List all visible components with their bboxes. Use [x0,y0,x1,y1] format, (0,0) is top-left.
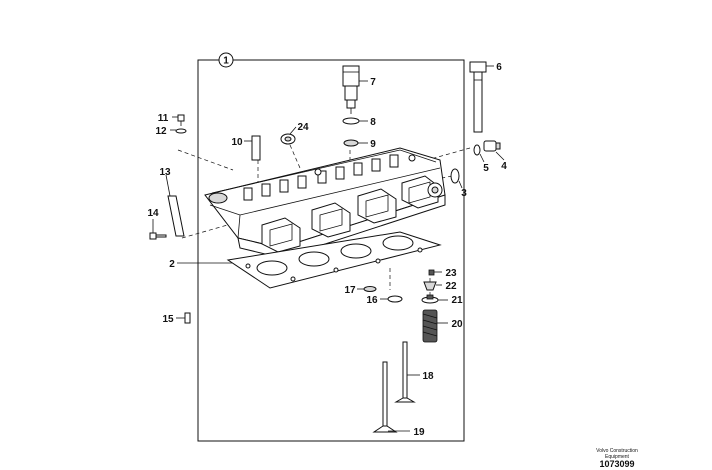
valve-spring-retainer [421,294,439,304]
valve-stem-seal [363,286,377,292]
callout-8: 8 [370,117,376,128]
injector [342,65,360,114]
callout-14: 14 [147,208,159,219]
callout-16: 16 [366,295,378,306]
credit-line-1: Volvo Construction [596,448,638,454]
plug-seal [450,168,460,184]
credit-line-2: Equipment [605,454,630,460]
callout-12: 12 [155,126,167,137]
cylinder-head [204,147,446,259]
group-number: 1 [223,56,229,67]
head-bolt [469,61,487,133]
small-washer [175,128,187,134]
small-screw [177,114,185,126]
callout-11: 11 [158,113,169,124]
callout-4: 4 [501,161,507,172]
callout-13: 13 [159,167,171,178]
bracket-bolt [149,232,167,240]
sleeve [251,135,261,161]
callout-23: 23 [445,268,457,279]
callout-20: 20 [451,319,463,330]
dowel-pin [184,312,191,324]
valve-cotter [428,269,435,276]
seal-ring [280,133,296,145]
intake-valve [372,361,398,433]
valve-spring-cap [423,281,437,291]
callout-9: 9 [370,139,376,150]
valve-spring [422,309,438,343]
group-frame [197,59,465,442]
callout-7: 7 [370,77,376,88]
callout-2: 2 [169,259,175,270]
valve-stems [243,154,399,201]
callout-5: 5 [483,163,489,174]
callout-18: 18 [422,371,434,382]
injector-washer [343,139,359,147]
leader-lines [152,65,505,432]
plug-washer [473,144,481,156]
callout-10: 10 [231,137,243,148]
exhaust-valve [394,341,416,403]
callout-22: 22 [445,281,457,292]
document-number: 1073099 [599,459,634,469]
callout-19: 19 [413,427,425,438]
head-gasket [226,231,442,289]
callout-3: 3 [461,188,467,199]
callout-6: 6 [496,62,502,73]
injector-seal-ring [342,117,360,125]
plug [483,140,501,152]
group-badge [218,52,234,68]
valve-seat [387,295,403,303]
callout-24: 24 [297,122,309,133]
callout-15: 15 [162,314,174,325]
lifting-bracket [167,195,185,237]
valve-covers [261,175,439,253]
callout-21: 21 [451,295,463,306]
callout-17: 17 [344,285,356,296]
